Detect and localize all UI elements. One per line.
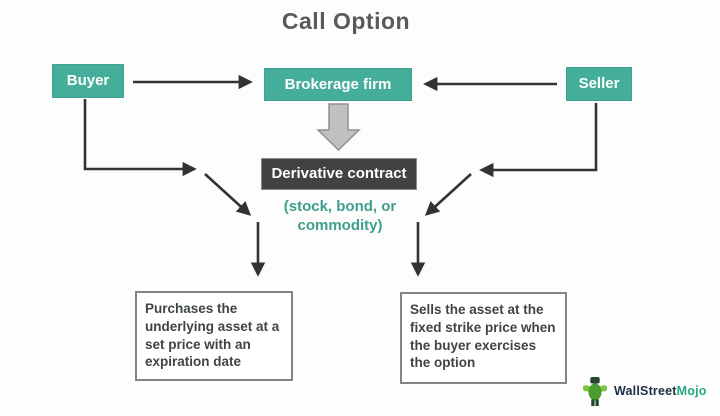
arrow-buyer-elbow-icon (83, 99, 197, 177)
buyer-outcome-label: Purchases the underlying asset at a set … (145, 301, 280, 370)
derivative-note-text: (stock, bond, or commodity) (283, 198, 397, 234)
seller-outcome-label: Sells the asset at the fixed strike pric… (410, 302, 556, 371)
derivative-contract-node: Derivative contract (261, 158, 417, 190)
arrow-buyer-diagonal-icon (204, 173, 252, 216)
block-arrow-down-icon (316, 103, 361, 152)
buyer-node: Buyer (52, 64, 124, 98)
wallstreetmojo-logo-text: WallStreetMojo (614, 384, 707, 398)
seller-node: Seller (566, 67, 632, 101)
brokerage-firm-node-label: Brokerage firm (284, 76, 392, 93)
wallstreetmojo-logo: WallStreetMojo (580, 375, 707, 407)
derivative-contract-node-label: Derivative contract (271, 165, 407, 182)
arrow-seller-elbow-icon (479, 103, 598, 178)
arrow-seller-diagonal-icon (424, 173, 472, 216)
logo-brand-part2: Mojo (676, 384, 707, 398)
diagram-title: Call Option (281, 8, 411, 34)
buyer-outcome-node: Purchases the underlying asset at a set … (135, 291, 293, 381)
seller-node-label: Seller (578, 75, 620, 92)
brokerage-firm-node: Brokerage firm (264, 68, 412, 101)
buyer-node-label: Buyer (66, 72, 110, 89)
seller-outcome-node: Sells the asset at the fixed strike pric… (400, 292, 567, 384)
logo-brand-part1: WallStreet (614, 384, 677, 398)
wallstreetmojo-bull-icon (582, 376, 608, 406)
